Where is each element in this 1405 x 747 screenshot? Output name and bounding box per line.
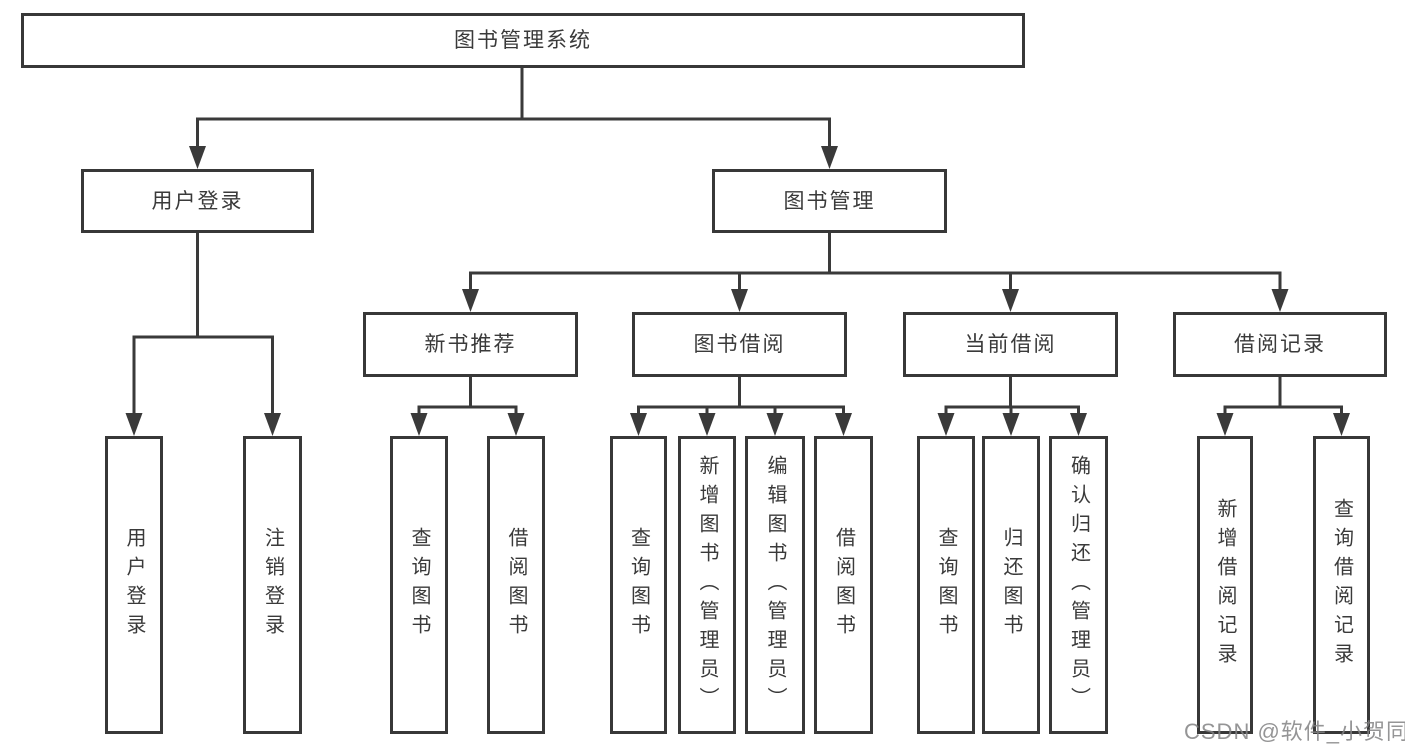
connector-userlogin-to-leaves [132,231,274,417]
node-book-management: 图书管理 [712,169,947,233]
node-root-library-system: 图书管理系统 [21,13,1025,68]
leaf-add-borrow-record: 新增借阅记录 [1197,436,1253,734]
arrowhead-icon [731,289,748,312]
arrowhead-icon [1271,289,1289,312]
arrowhead-icon [125,413,143,436]
leaf-logout: 注销登录 [243,436,302,734]
leaf-query-book-current: 查询图书 [917,436,975,734]
node-book-borrowing: 图书借阅 [632,312,847,377]
arrowhead-icon [1070,413,1087,436]
node-user-login: 用户登录 [81,169,314,233]
arrowhead-icon [1002,289,1019,312]
arrowhead-icon [821,146,838,169]
leaf-edit-book-admin: 编辑图书（管理员） [745,436,805,734]
arrowhead-icon [410,413,428,436]
leaf-return-book: 归还图书 [982,436,1040,734]
node-new-book-recommendation: 新书推荐 [363,312,578,377]
arrowhead-icon [189,146,206,169]
connector-root-to-level2 [196,66,831,150]
arrowhead-icon [1333,413,1350,436]
arrowhead-icon [698,413,716,436]
leaf-query-book-borrowing: 查询图书 [610,436,667,734]
leaf-confirm-return-admin: 确认归还（管理员） [1049,436,1108,734]
leaf-borrow-book-recommend: 借阅图书 [487,436,545,734]
arrowhead-icon [835,413,852,436]
arrowhead-icon [937,413,955,436]
leaf-query-borrow-record: 查询借阅记录 [1313,436,1370,734]
connector-bookborrow-to-leaves [637,375,845,417]
node-borrowing-records: 借阅记录 [1173,312,1387,377]
leaf-borrow-book: 借阅图书 [814,436,873,734]
csdn-watermark: CSDN @软件_小贺同学 [1184,719,1405,744]
arrowhead-icon [462,289,479,312]
arrowhead-icon [264,413,281,436]
connector-newbookrec-to-leaves [417,375,518,417]
node-current-borrowing: 当前借阅 [903,312,1118,377]
leaf-user-login: 用户登录 [105,436,163,734]
leaf-add-book-admin: 新增图书（管理员） [678,436,736,734]
arrowhead-icon [507,413,525,436]
arrowhead-icon [1002,413,1020,436]
connector-borrowrecords-to-leaves [1223,375,1343,417]
arrowhead-icon [1216,413,1234,436]
arrowhead-icon [766,413,784,436]
leaf-query-book-recommend: 查询图书 [390,436,448,734]
connector-currentborrow-to-leaves [944,375,1080,417]
arrowhead-icon [630,413,647,436]
connector-bookmgmt-to-level3 [469,231,1282,293]
arrowheads [125,146,1350,436]
